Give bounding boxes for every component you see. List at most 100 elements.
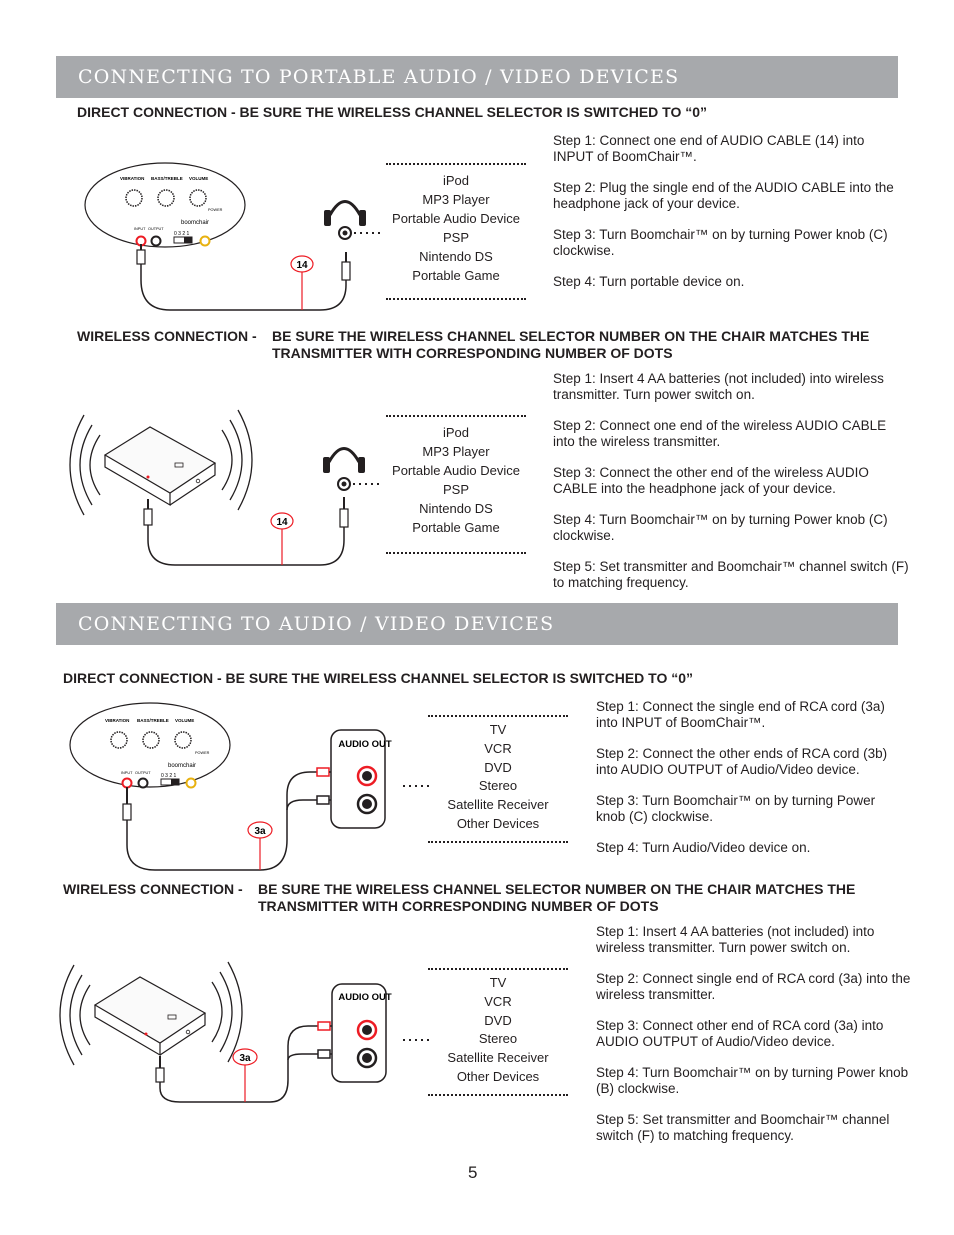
wireless-connection-heading-2: WIRELESS CONNECTION - BE SURE THE WIRELE… [63,881,897,914]
cable-label-3a: 3a [239,1053,251,1064]
step-text: Step 2: Connect one end of the wireless … [553,418,887,449]
panel-label-vibration: VIBRATION [105,718,129,723]
volume-knob-icon [189,189,207,207]
cable-label-bubble [247,821,273,839]
steps-portable-wireless: Step 1: Insert 4 AA batteries (not inclu… [553,371,911,606]
panel-label-input: INPUT [121,771,133,775]
device-item: iPod [442,173,470,188]
device-item: Nintendo DS [419,501,493,516]
device-item: Portable Game [412,520,500,535]
step-text: Step 3: Turn Boomchair™ on by turning Po… [596,793,876,824]
vibration-knob-icon [110,731,128,749]
input-jack-icon [121,777,133,789]
device-item: Stereo [478,1031,518,1047]
panel-label-vibration: VIBRATION [120,176,144,181]
section-banner-portable: Connecting to Portable Audio / Video Dev… [56,56,898,98]
panel-label-channels: 0 3 2 1 [161,773,177,779]
device-item: TV [489,722,507,737]
panel-label-output: OUTPUT [148,227,164,231]
device-item: Satellite Receiver [447,797,549,813]
panel-brand: boomchair [168,763,196,769]
rca-plug-white [317,1049,331,1059]
boomchair-panel-outline [84,162,246,248]
device-item: Stereo [478,778,518,794]
aux-jack-icon [185,777,197,789]
cable-label-bubble [232,1048,258,1066]
audio-out-label: AUDIO OUT [338,739,392,750]
signal-wave-icon [89,434,101,496]
direct-diagram-av: VIBRATION BASS/TREBLE VOLUME POWER boomc… [69,702,429,871]
steps-av-direct: Step 1: Connect the single end of RCA co… [596,699,908,871]
device-item: Nintendo DS [419,249,493,264]
step-text: Step 2: Connect the other ends of RCA co… [596,746,888,777]
wireless-heading-text: BE SURE THE WIRELESS CHANNEL SELECTOR NU… [258,881,856,914]
vibration-knob-icon [125,189,143,207]
step-text: Step 4: Turn portable device on. [553,274,745,289]
device-item: VCR [484,993,512,1009]
step-text: Step 2: Plug the single end of the AUDIO… [553,180,894,211]
step-text: Step 1: Insert 4 AA batteries (not inclu… [553,371,884,402]
step-text: Step 1: Insert 4 AA batteries (not inclu… [596,924,875,955]
volume-knob-icon [174,731,192,749]
bass-knob-icon [142,731,160,749]
signal-wave-icon [79,984,91,1046]
device-item: MP3 Player [422,192,490,207]
cable-label-14: 14 [276,517,288,528]
device-list-av-direct: TV VCR DVD Stereo Satellite Receiver Oth… [428,715,568,843]
panel-label-volume: VOLUME [189,176,208,181]
panel-label-bass: BASS/TREBLE [151,176,183,181]
rca-plug-white [316,795,330,805]
step-text: Step 1: Connect one end of AUDIO CABLE (… [553,133,865,164]
wireless-transmitter-icon [93,976,207,1044]
wireless-connection-heading-1: WIRELESS CONNECTION - BE SURE THE WIRELE… [77,328,897,361]
direct-connection-heading-1: DIRECT CONNECTION - BE SURE THE WIRELESS… [77,104,708,120]
page-number: 5 [468,1163,478,1182]
panel-label-bass: BASS/TREBLE [137,718,169,723]
wireless-diagram-portable: 14 [69,409,382,566]
rca-plug-red [316,767,330,777]
step-text: Step 5: Set transmitter and Boomchair™ c… [596,1112,890,1143]
wireless-label: WIRELESS CONNECTION - [77,328,257,344]
device-item: PSP [442,482,469,497]
steps-portable-direct: Step 1: Connect one end of AUDIO CABLE (… [553,133,908,305]
audio-out-label: AUDIO OUT [338,992,392,1003]
panel-label-power: POWER [208,208,223,212]
aux-jack-icon [199,235,211,247]
step-text: Step 4: Turn Boomchair™ on by turning Po… [553,512,888,543]
cable-label-14: 14 [296,260,308,271]
panel-label-input: INPUT [134,227,146,231]
output-jack-icon [150,235,162,247]
device-item: Portable Audio Device [392,463,520,478]
rca-cord-3a [126,771,317,871]
step-text: Step 3: Connect the other end of the wir… [553,465,869,496]
steps-av-wireless: Step 1: Insert 4 AA batteries (not inclu… [596,924,912,1159]
bass-knob-icon [157,189,175,207]
device-item: PSP [442,230,469,245]
device-list-av-wireless: TV VCR DVD Stereo Satellite Receiver Oth… [428,968,568,1096]
device-item: Other Devices [456,815,540,831]
device-item: DVD [484,759,512,775]
panel-label-output: OUTPUT [135,771,151,775]
headphones-icon [327,447,361,463]
panel-label-power: POWER [195,751,210,755]
device-item: iPod [442,425,470,440]
wireless-audio-cable [147,525,345,566]
boomchair-panel-outline [69,702,231,788]
step-text: Step 4: Turn Audio/Video device on. [596,840,811,855]
wireless-label: WIRELESS CONNECTION - [63,881,243,897]
step-text: Step 5: Set transmitter and Boomchair™ c… [553,559,909,590]
wireless-heading-text: BE SURE THE WIRELESS CHANNEL SELECTOR NU… [272,328,870,361]
step-text: Step 2: Connect single end of RCA cord (… [596,971,911,1002]
panel-brand: boomchair [181,220,209,226]
section-banner-av: Connecting to Audio / Video Devices [56,603,898,645]
direct-diagram-portable: VIBRATION BASS/TREBLE VOLUME POWER boomc… [84,162,382,311]
step-text: Step 4: Turn Boomchair™ on by turning Po… [596,1065,909,1096]
device-item: Portable Game [412,268,500,283]
device-item: Other Devices [456,1068,540,1084]
device-list-portable-direct: iPod MP3 Player Portable Audio Device PS… [386,163,526,300]
device-item: VCR [484,740,512,756]
direct-connection-heading-2: DIRECT CONNECTION - BE SURE THE WIRELESS… [63,670,694,686]
headphones-icon [328,200,362,216]
cable-label-bubble [290,255,314,273]
cable-label-bubble [270,512,294,530]
